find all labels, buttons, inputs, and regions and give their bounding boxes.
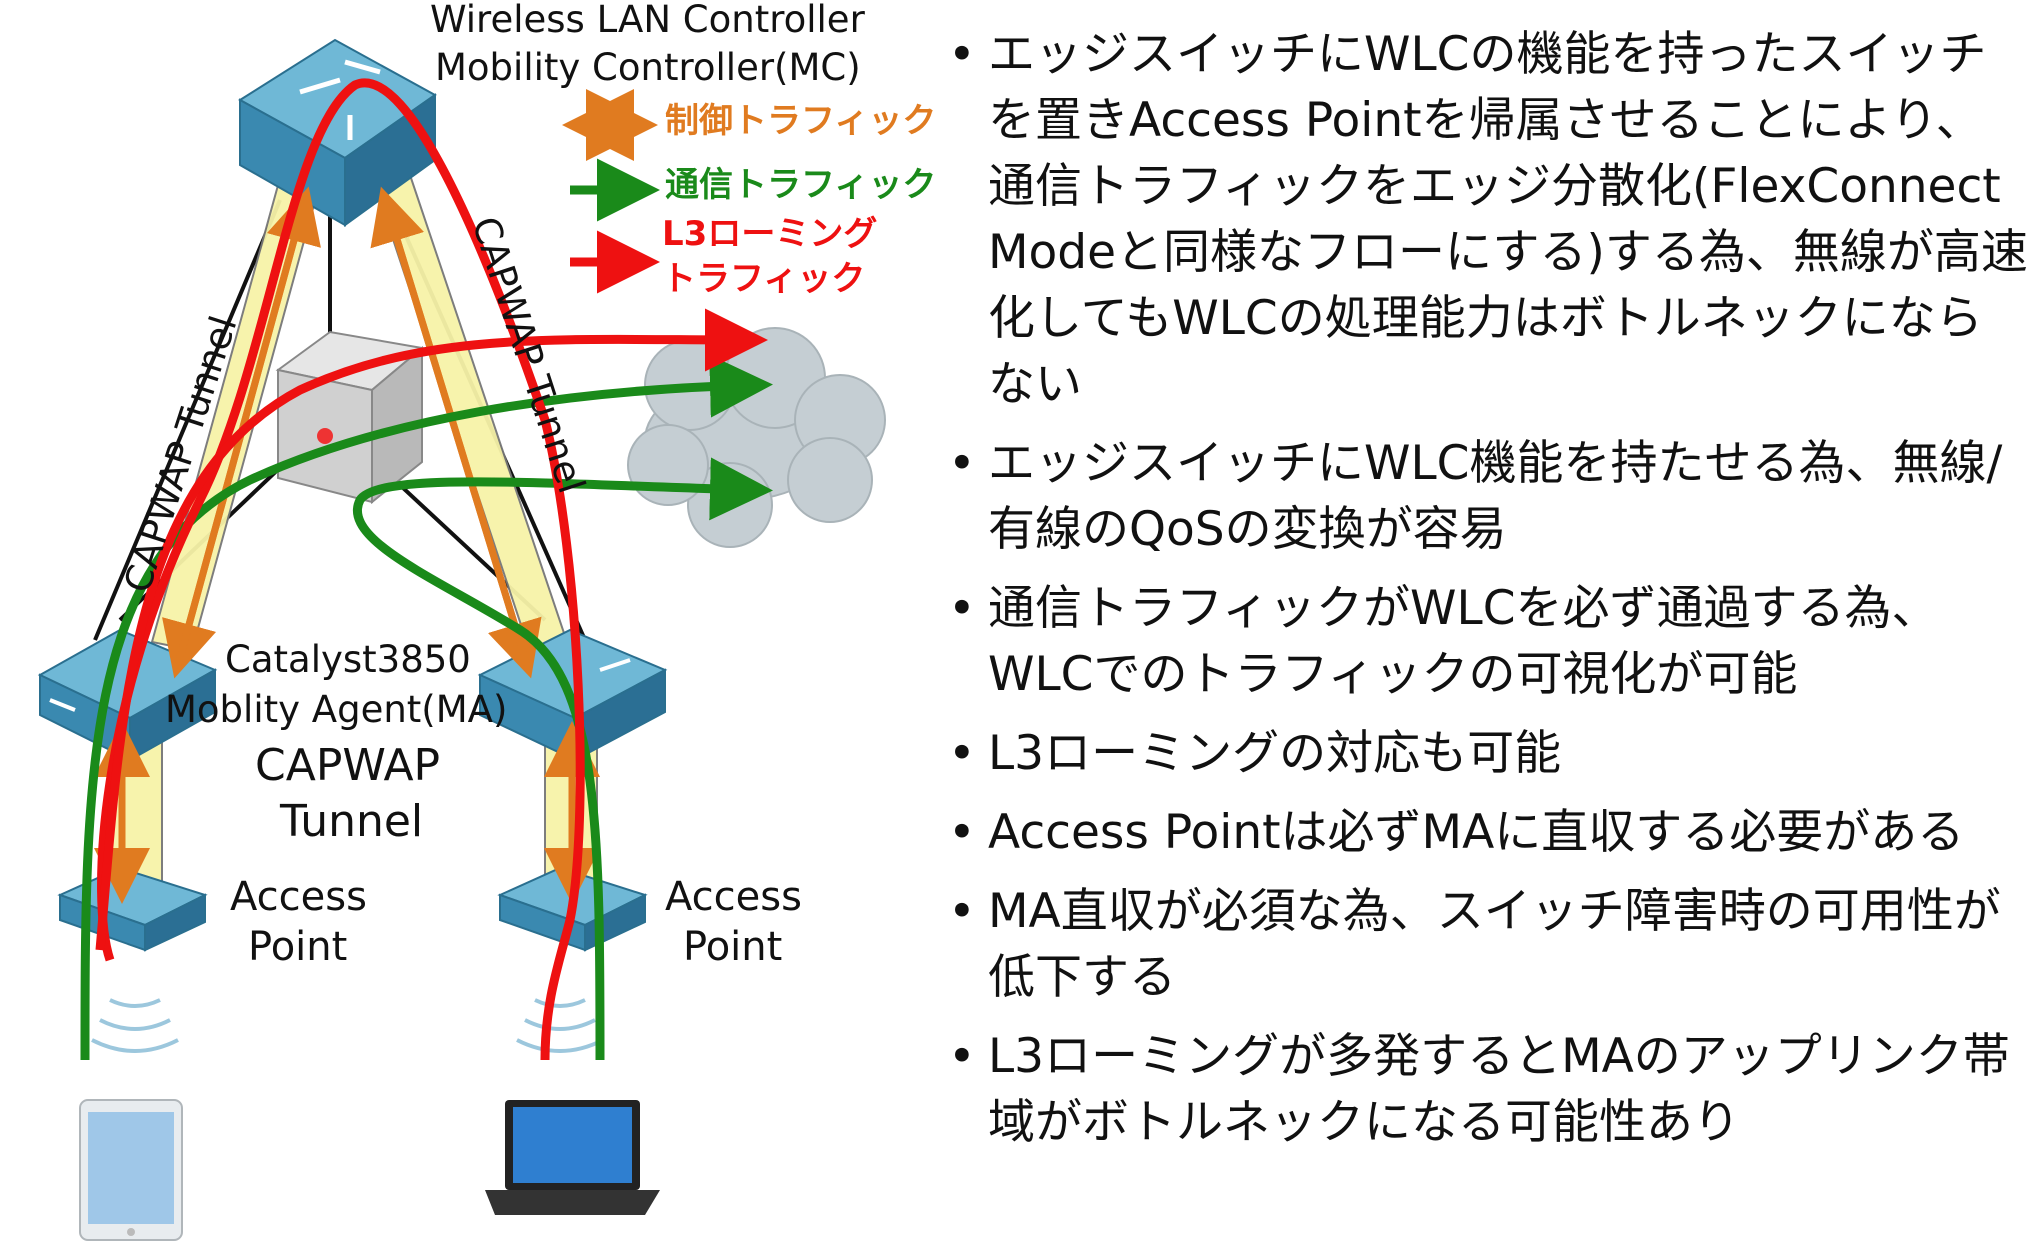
feature-item: L3ローミングが多発するとMAのアップリンク帯域がボトルネックになる可能性あり — [948, 1024, 2028, 1156]
feature-item: MA直収が必須な為、スイッチ障害時の可用性が低下する — [948, 879, 2028, 1011]
ap-left-label-line1: Access — [230, 874, 367, 920]
feature-item: Access Pointは必ずMAに直収する必要がある — [948, 800, 2028, 866]
feature-item: エッジスイッチにWLC機能を持たせる為、無線/有線のQoSの変換が容易 — [948, 431, 2028, 563]
wireless-waves-icon — [91, 998, 604, 1053]
router-icon — [275, 330, 425, 505]
ap-left-label-line2: Point — [248, 924, 347, 970]
data-traffic-arrows — [80, 354, 773, 1061]
feature-item: エッジスイッチにWLCの機能を持ったスイッチを置きAccess Pointを帰属… — [948, 22, 2028, 418]
wlc-title-line2: Mobility Controller(MC) — [435, 46, 861, 89]
legend-roam-label-line2: トラフィック — [662, 259, 865, 299]
tablet-icon — [79, 1099, 183, 1241]
feature-item: L3ローミングの対応も可能 — [948, 721, 2028, 787]
ap-right-label-line2: Point — [683, 924, 782, 970]
l3-roaming-arrows — [95, 78, 768, 1061]
wlc-title-line1: Wireless LAN Controller — [430, 0, 866, 41]
legend-data-label: 通信トラフィック — [665, 165, 936, 205]
ma-label-line1: Catalyst3850 — [225, 638, 471, 681]
cloud-icon — [627, 327, 886, 548]
ap-right-label-line1: Access — [665, 874, 802, 920]
feature-item: 通信トラフィックがWLCを必ず通過する為、WLCでのトラフィックの可視化が可能 — [948, 576, 2028, 708]
center-tunnel-label-line1: CAPWAP — [255, 740, 440, 791]
laptop-icon — [485, 1100, 660, 1215]
ma-label-line2: Moblity Agent(MA) — [165, 688, 507, 731]
legend-control-label: 制御トラフィック — [665, 101, 936, 141]
network-diagram: Wireless LAN Controller Mobility Control… — [37, 0, 936, 1241]
feature-list: エッジスイッチにWLCの機能を持ったスイッチを置きAccess Pointを帰属… — [948, 22, 2028, 1169]
center-tunnel-label-line2: Tunnel — [279, 796, 423, 847]
legend-roam-label-line1: L3ローミング — [662, 214, 877, 254]
